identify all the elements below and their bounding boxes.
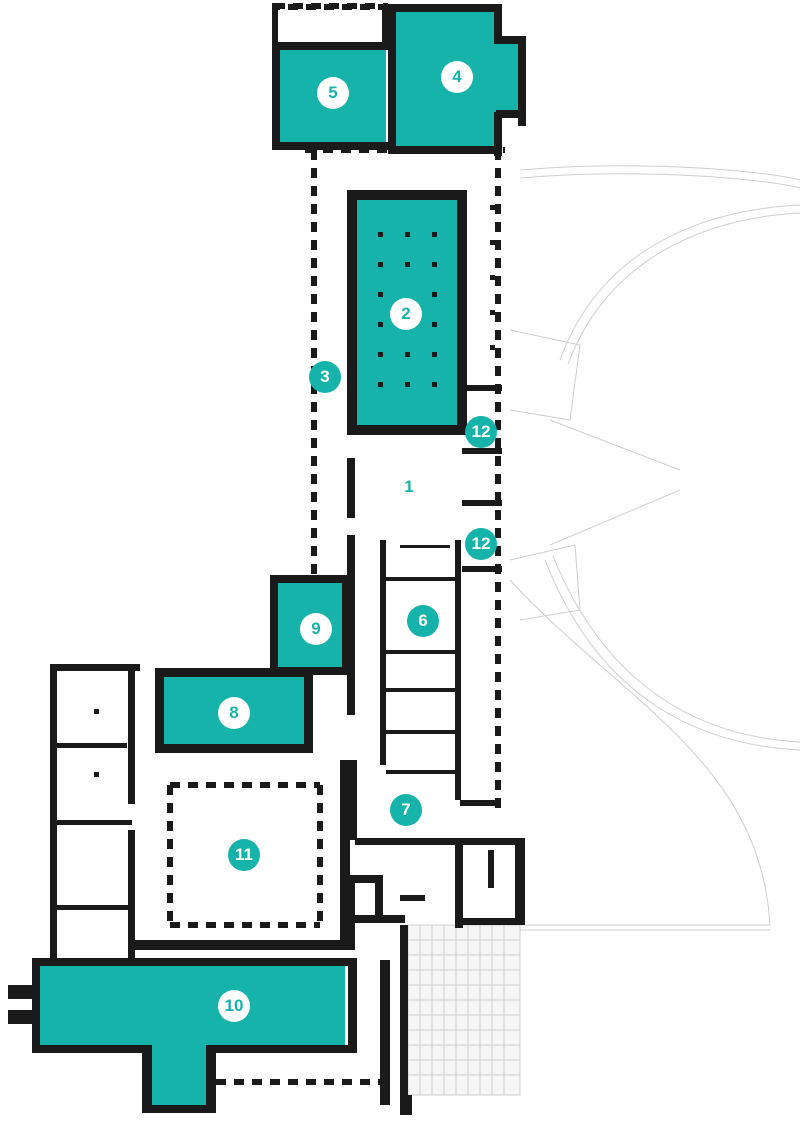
room-marker-12-upper[interactable]: 12: [465, 416, 497, 448]
room-marker-6[interactable]: 6: [407, 605, 439, 637]
highlighted-rooms: [40, 12, 520, 1105]
room-marker-2[interactable]: 2: [390, 298, 422, 330]
courtyard-outline: [509, 165, 800, 931]
room-marker-5[interactable]: 5: [317, 77, 349, 109]
paved-terrace: [407, 924, 521, 1096]
room-marker-8[interactable]: 8: [218, 697, 250, 729]
walls: [8, 3, 526, 1115]
room-marker-12-lower[interactable]: 12: [465, 528, 497, 560]
room-marker-4[interactable]: 4: [441, 61, 473, 93]
room-marker-7[interactable]: 7: [390, 794, 422, 826]
room-marker-11[interactable]: 11: [228, 839, 260, 871]
room-10-area: [40, 963, 345, 1045]
room-marker-10[interactable]: 10: [218, 990, 250, 1022]
room-marker-3[interactable]: 3: [309, 361, 341, 393]
room-marker-9[interactable]: 9: [300, 613, 332, 645]
room-marker-1[interactable]: 1: [393, 471, 425, 503]
